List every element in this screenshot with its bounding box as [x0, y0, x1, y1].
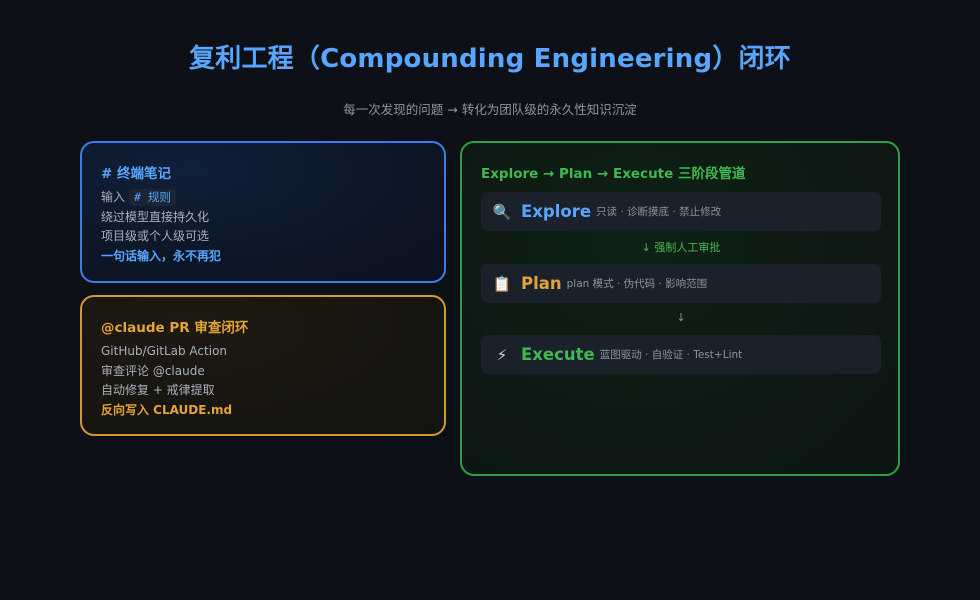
page-subtitle: 每一次发现的问题 → 转化为团队级的永久性知识沉淀 [343, 102, 637, 117]
terminal-notes-title: # 终端笔记 [101, 166, 172, 182]
stage-execute: ⚡ Execute 蓝图驱动 · 自验证 · Test+Lint [481, 335, 881, 374]
pipeline-card: Explore → Plan → Execute 三阶段管道 🔍 Explore… [460, 141, 900, 476]
notes-line-3: 项目级或个人级可选 [101, 229, 210, 243]
magnifier-icon: 🔍 [492, 202, 512, 221]
pr-review-card: @claude PR 审查闭环 GitHub/GitLab Action 审查评… [80, 295, 446, 436]
stage-explore-desc: 只读 · 诊断摸底 · 禁止修改 [596, 206, 722, 218]
terminal-notes-card: # 终端笔记 输入# 规则 绕过模型直接持久化 项目级或个人级可选 一句话输入，… [80, 141, 446, 283]
lightning-icon: ⚡ [496, 345, 508, 364]
notes-input-code: # 规则 [129, 189, 176, 206]
stage-plan-desc: plan 模式 · 伪代码 · 影响范围 [566, 278, 708, 290]
notes-input-prefix: 输入 [101, 190, 126, 204]
stage-execute-name: Execute [521, 345, 595, 364]
notes-highlight: 一句话输入，永不再犯 [101, 248, 222, 263]
connector-approval: ↓ 强制人工审批 [641, 241, 721, 254]
stage-execute-desc: 蓝图驱动 · 自验证 · Test+Lint [599, 349, 743, 361]
stage-plan-name: Plan [521, 274, 562, 293]
stage-explore: 🔍 Explore 只读 · 诊断摸底 · 禁止修改 [481, 192, 881, 231]
pr-review-lines: GitHub/GitLab Action 审查评论 @claude 自动修复 +… [101, 342, 232, 420]
pr-line-3: 自动修复 + 戒律提取 [101, 383, 215, 397]
pr-line-2: 审查评论 @claude [101, 363, 205, 378]
terminal-notes-lines: 输入# 规则 绕过模型直接持久化 项目级或个人级可选 一句话输入，永不再犯 [101, 188, 221, 266]
connector-arrow: ↓ [676, 311, 686, 324]
stage-explore-name: Explore [521, 202, 592, 221]
clipboard-icon: 📋 [492, 274, 512, 293]
notes-input-line: 输入# 规则 [101, 188, 221, 208]
pr-line-1: GitHub/GitLab Action [101, 344, 228, 358]
stage-plan: 📋 Plan plan 模式 · 伪代码 · 影响范围 [481, 264, 881, 303]
pipeline-title: Explore → Plan → Execute 三阶段管道 [481, 166, 746, 182]
pr-highlight: 反向写入 CLAUDE.md [101, 402, 233, 417]
pr-review-title: @claude PR 审查闭环 [101, 320, 249, 336]
notes-line-2: 绕过模型直接持久化 [101, 209, 210, 224]
page-title: 复利工程（Compounding Engineering）闭环 [189, 44, 791, 74]
